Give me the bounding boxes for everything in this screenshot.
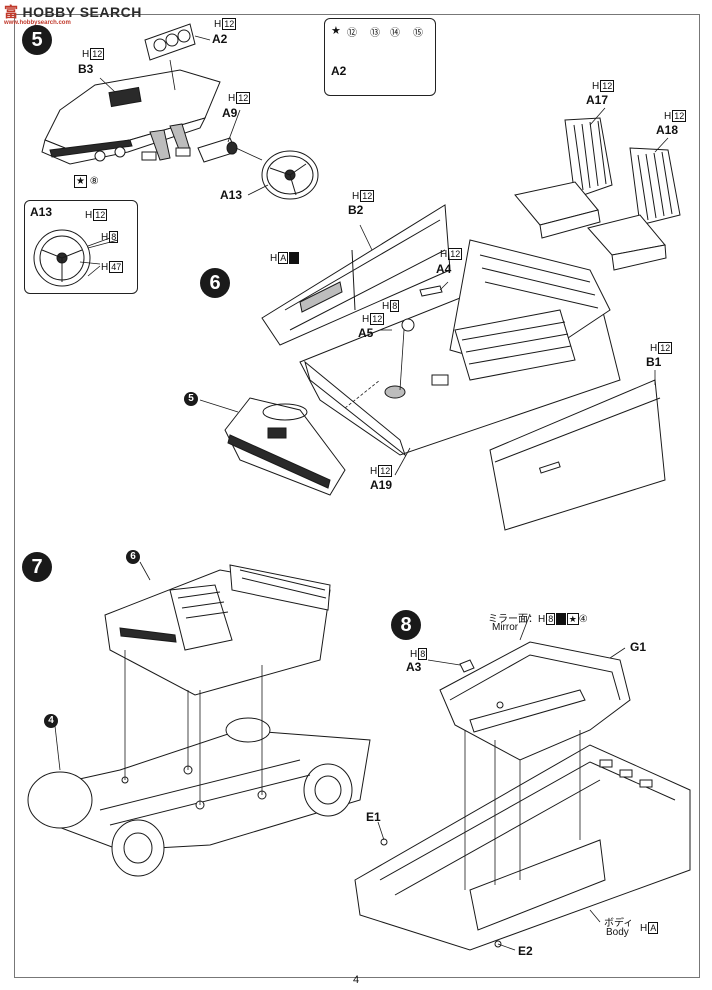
step7-guide-lines — [124, 650, 263, 805]
step6-a17-label: A17 — [586, 93, 609, 107]
step8-g1-label: G1 — [630, 640, 647, 654]
steering-wheel-drawing — [261, 150, 319, 200]
step6-b2-label: B2 — [348, 203, 364, 217]
step-8-marker: 8 — [391, 610, 421, 640]
step5-a9-label: A9 — [222, 106, 238, 120]
inset-a13-wheel-drawing — [33, 229, 91, 287]
inset-a2-ref-13: ⑬ — [370, 28, 380, 39]
step6-sub-ref-5: 5 — [184, 392, 198, 406]
step8-mirror-en: Mirror — [492, 622, 519, 633]
watermark-cn: 富 — [4, 4, 19, 20]
step5-b3-label: B3 — [78, 62, 94, 76]
step5-a2-label: A2 — [212, 32, 228, 46]
inset-a2-box: ★ ⑫ ⑬ ⑭ ⑮ A2 — [324, 18, 436, 96]
step-6-marker: 6 — [200, 268, 230, 298]
step7-sub-ref-4: 4 — [44, 714, 58, 728]
page-number: 4 — [352, 974, 360, 986]
step-7-marker: 7 — [22, 552, 52, 582]
inset-a2-ref-15: ⑮ — [413, 28, 423, 39]
seat-a17-drawing — [514, 117, 613, 239]
step6-a4-label: A4 — [436, 262, 452, 276]
step8-guide-lines — [464, 730, 581, 890]
inset-a2-label: A2 — [331, 64, 347, 78]
step8-e2-label: E2 — [518, 944, 533, 958]
step6-a18-label: A18 — [656, 123, 679, 137]
inset-a13-label: A13 — [30, 205, 53, 219]
step-5-marker: 5 — [22, 25, 52, 55]
seat-a18-drawing — [587, 147, 681, 271]
step6-a19-label: A19 — [370, 478, 393, 492]
body-shell-drawing — [354, 744, 691, 951]
column-drawing — [197, 137, 263, 163]
door-panel-b2-drawing — [261, 204, 451, 346]
interior-assembly-drawing — [104, 564, 331, 696]
leader-lines — [54, 35, 669, 951]
step6-a5-label: A5 — [358, 326, 374, 340]
inset-a2-star-icon: ★ — [331, 25, 341, 37]
chassis-drawing — [27, 717, 371, 877]
step8-body-en: Body — [606, 927, 629, 938]
tub-g1-drawing — [439, 641, 631, 761]
step8-body-jp: ボディ — [604, 918, 634, 929]
step7-sub-ref-6: 6 — [126, 550, 140, 564]
interior-tub-drawing — [299, 239, 621, 457]
dashboard-sub5-drawing — [224, 397, 346, 496]
step8-e1-label: E1 — [366, 810, 381, 824]
step8-a3-label: A3 — [406, 660, 422, 674]
side-panel-b1-drawing — [489, 379, 666, 531]
step6-b1-label: B1 — [646, 355, 662, 369]
page-frame — [14, 14, 700, 978]
inset-a2-ref-12: ⑫ — [347, 28, 357, 39]
step5-a13-label: A13 — [220, 188, 243, 202]
watermark-brand: HOBBY SEARCH — [22, 4, 142, 20]
step5-star-ref: ★ ⑧ — [74, 175, 99, 188]
inset-a2-ref-14: ⑭ — [390, 28, 400, 39]
dashboard-drawing — [41, 69, 221, 165]
watermark-url: www.hobbysearch.com — [4, 20, 71, 26]
instrument-cluster-drawing — [144, 23, 196, 91]
